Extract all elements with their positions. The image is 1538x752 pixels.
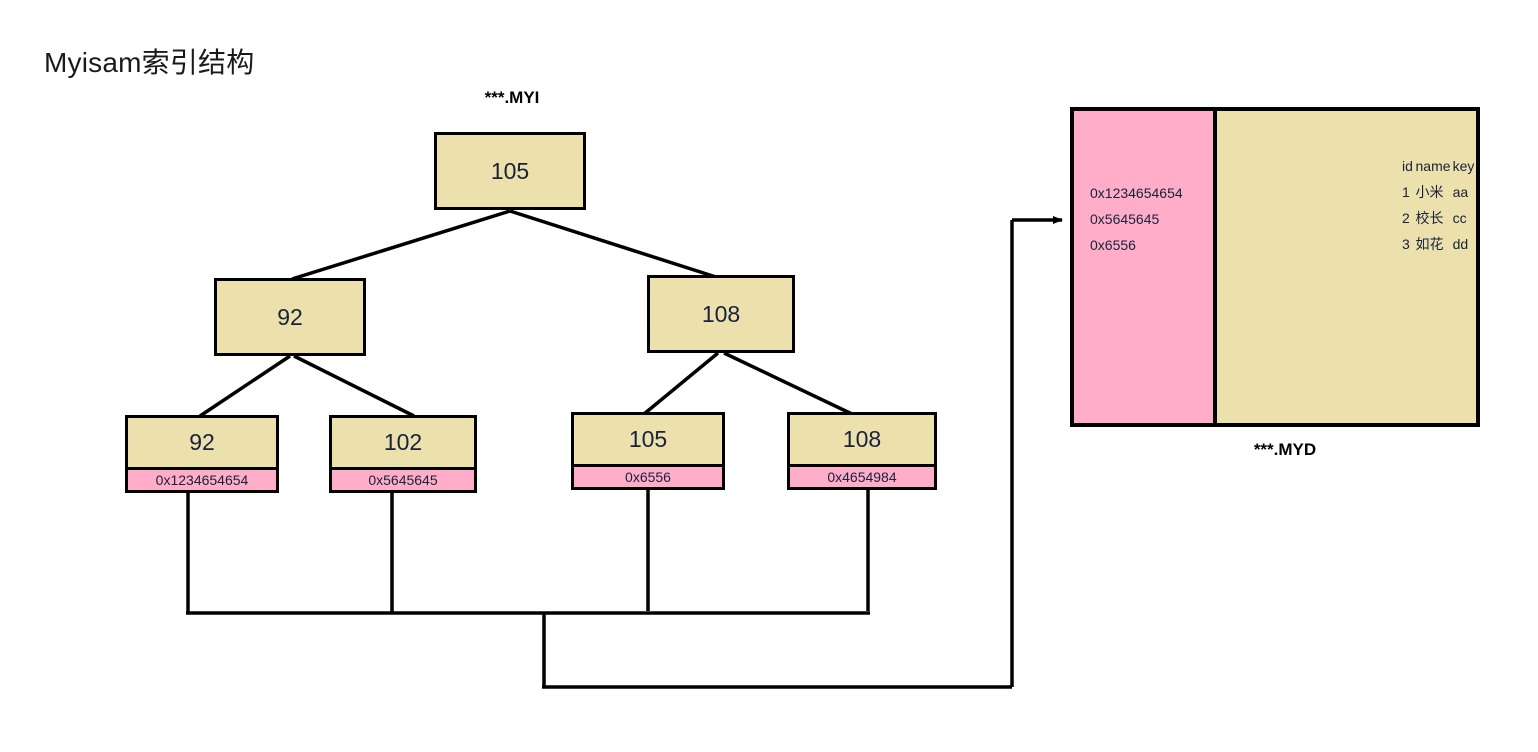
node-pointer: 0x5645645 [332, 467, 474, 490]
node-pointer: 0x4654984 [790, 464, 934, 487]
table-header-row: id name key [1402, 159, 1476, 185]
cell-id: 3 [1402, 236, 1410, 252]
node-key: 108 [701, 300, 741, 327]
cell-key: dd [1452, 236, 1469, 252]
data-address: 0x6556 [1090, 237, 1136, 253]
page-title: Myisam索引结构 [44, 47, 255, 78]
column-header-key: key [1452, 158, 1475, 174]
tree-node-internal-left[interactable]: 92 [214, 278, 366, 356]
node-pointer: 0x1234654654 [128, 467, 276, 490]
column-header-id: id [1402, 158, 1413, 174]
cell-key: aa [1452, 184, 1469, 200]
data-file-block[interactable]: 0x1234654654 0x5645645 0x6556 id name ke… [1070, 107, 1480, 427]
index-file-label: ***.MYI [484, 88, 540, 107]
cell-name: 小米 [1415, 184, 1444, 200]
node-key: 108 [842, 426, 882, 452]
tree-leaf-3[interactable]: 105 0x6556 [571, 412, 725, 490]
column-header-name: name [1415, 158, 1451, 174]
data-file-address-column: 0x1234654654 0x5645645 0x6556 [1074, 111, 1217, 423]
data-address: 0x5645645 [1090, 211, 1160, 227]
node-key: 105 [628, 426, 668, 452]
node-key: 102 [383, 429, 423, 455]
node-pointer: 0x6556 [574, 464, 722, 487]
tree-node-internal-right[interactable]: 108 [647, 275, 795, 353]
data-file-label: ***.MYD [1253, 440, 1317, 459]
table-row: 1 小米 aa [1402, 185, 1476, 211]
tree-leaf-4[interactable]: 108 0x4654984 [787, 412, 937, 490]
node-key: 105 [490, 157, 530, 184]
tree-node-root[interactable]: 105 [434, 132, 586, 210]
cell-name: 如花 [1415, 236, 1444, 252]
node-key: 92 [277, 303, 303, 330]
cell-name: 校长 [1415, 210, 1444, 226]
table-row: 2 校长 cc [1402, 211, 1476, 237]
node-key: 92 [189, 429, 215, 455]
data-address: 0x1234654654 [1090, 185, 1183, 201]
cell-key: cc [1452, 210, 1467, 226]
table-row: 3 如花 dd [1402, 237, 1476, 263]
tree-leaf-1[interactable]: 92 0x1234654654 [125, 415, 279, 493]
cell-id: 1 [1402, 184, 1410, 200]
tree-leaf-2[interactable]: 102 0x5645645 [329, 415, 477, 493]
cell-id: 2 [1402, 210, 1410, 226]
data-file-record-table: id name key 1 小米 aa 2 校长 cc [1217, 111, 1476, 423]
